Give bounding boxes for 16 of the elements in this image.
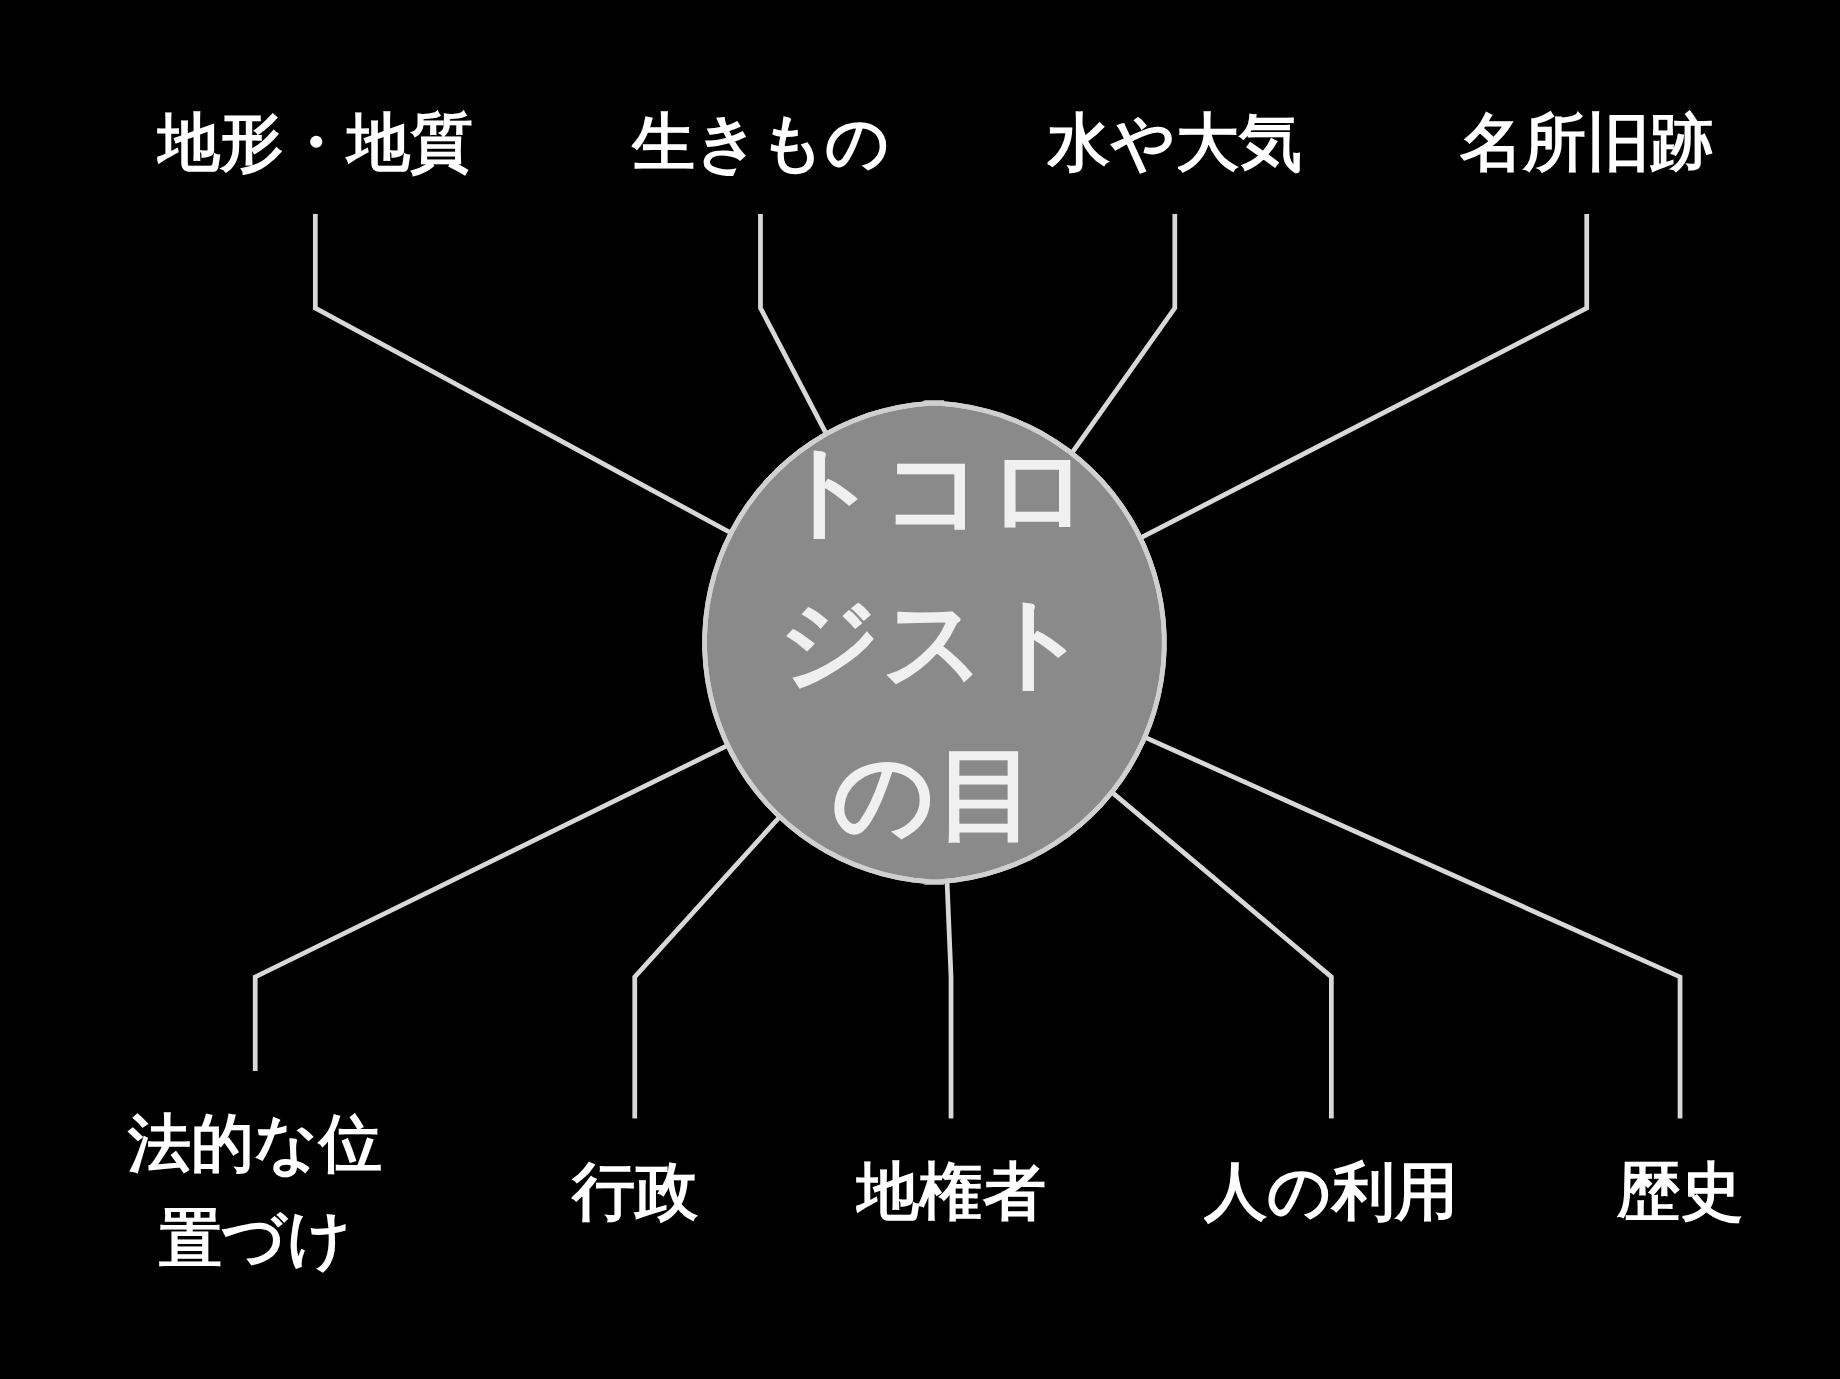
- node-text: 地形・地質: [156, 105, 474, 178]
- node-text: 行政: [571, 1153, 698, 1227]
- node-text: 歴史: [1616, 1153, 1744, 1227]
- node-text: 水や大気: [1047, 105, 1302, 178]
- connector: [1144, 735, 1683, 1119]
- connector: [1069, 212, 1177, 455]
- node-text: 人の利用: [1203, 1153, 1459, 1227]
- node-text: 地権者: [855, 1153, 1046, 1227]
- node-text: 生きもの: [631, 105, 890, 178]
- connector: [632, 814, 782, 1119]
- connector: [944, 881, 954, 1119]
- connector: [757, 212, 829, 436]
- connector: [1139, 212, 1589, 540]
- connector: [1110, 790, 1334, 1119]
- node-text: 法的な位置づけ: [127, 1106, 383, 1274]
- node-text: 名所旧跡: [1460, 105, 1714, 178]
